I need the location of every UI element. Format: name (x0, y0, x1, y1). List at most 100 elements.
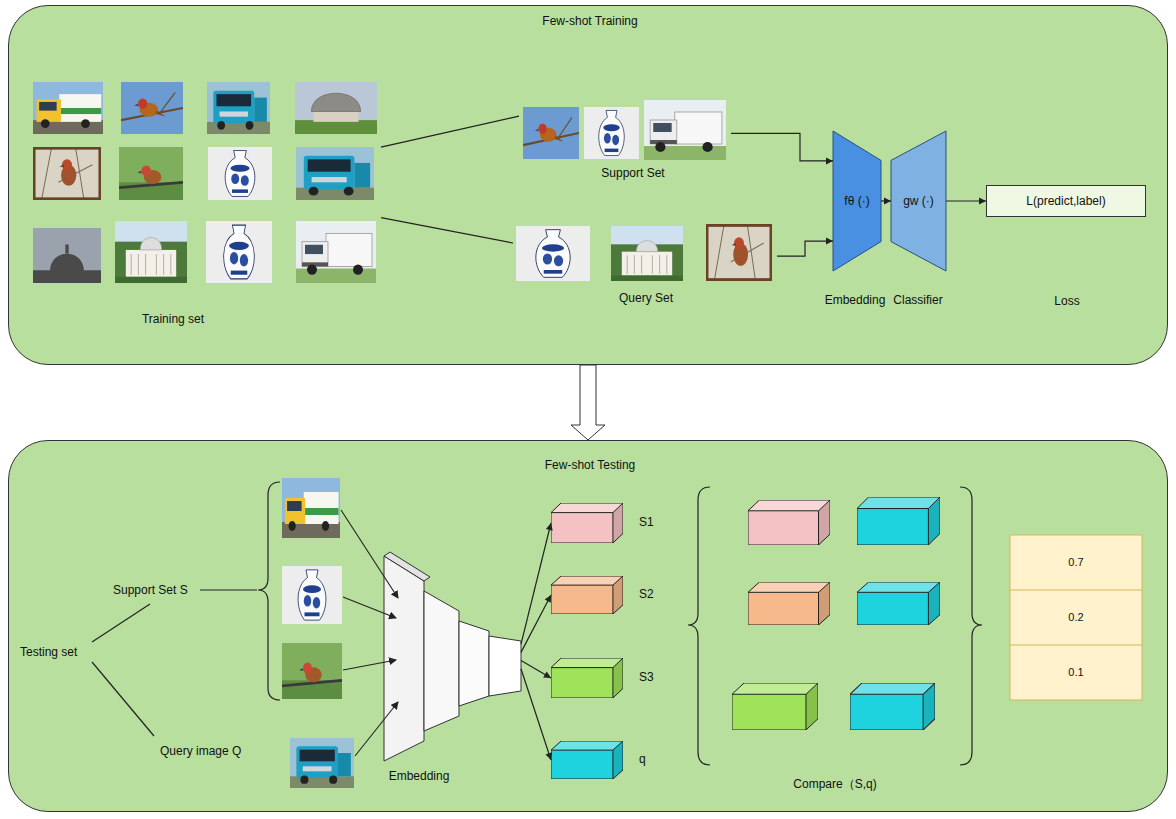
arrow-head (979, 198, 986, 205)
input-arrow (343, 597, 396, 618)
node-text: q (639, 752, 646, 766)
photo (119, 147, 183, 200)
connector-line (777, 241, 833, 256)
node-text: S3 (639, 670, 654, 684)
curly-brace (688, 487, 710, 765)
node-text: Few-shot Training (542, 14, 637, 28)
feature-cuboid (850, 683, 935, 730)
embedding-block: fθ (·)Embedding (833, 131, 881, 271)
arrow-head (826, 157, 833, 164)
classifier-block: gw (·)Classifier (891, 131, 946, 271)
set-label: Support Set S (113, 583, 188, 597)
photo (611, 226, 683, 281)
input-arrow (355, 702, 398, 756)
node-text: Embedding (389, 769, 450, 783)
node-text: S2 (639, 587, 654, 601)
connector-line (521, 661, 551, 678)
photo (295, 82, 377, 134)
node-caption: Loss (1054, 294, 1079, 308)
connector-line (381, 116, 519, 147)
image-set: Query Set (513, 221, 777, 309)
node-text: Few-shot Testing (545, 458, 636, 472)
feature-cuboid (551, 741, 623, 779)
node-caption: Classifier (893, 293, 942, 307)
photo (33, 147, 101, 200)
connector (777, 238, 833, 257)
set-label: Testing set (20, 645, 77, 659)
feature-cuboid (748, 582, 830, 625)
node-text: L(predict,label) (1026, 194, 1105, 208)
node-text: gw (·) (903, 194, 934, 208)
connector (521, 669, 552, 760)
node-text: fθ (·) (844, 194, 869, 208)
connector (521, 661, 551, 678)
shape-outline (551, 503, 623, 543)
input-arrow (343, 660, 396, 670)
photo (706, 224, 772, 281)
photo (282, 478, 340, 538)
connector-line (521, 669, 551, 760)
shape-outline (551, 576, 623, 614)
arrow-head (545, 752, 552, 760)
photo (115, 221, 187, 283)
photo (282, 643, 342, 699)
photo (296, 147, 374, 200)
photo (121, 82, 183, 134)
connector-line (731, 133, 833, 161)
photo (644, 100, 726, 160)
connector (946, 198, 986, 205)
score-cell: 0.7 (1068, 556, 1083, 569)
arrow-head (826, 238, 833, 245)
connector-line (521, 523, 551, 644)
score-cell: 0.2 (1068, 611, 1083, 624)
feature-cuboid: q (551, 741, 623, 779)
input-arrow (341, 510, 398, 598)
table-rule (1010, 590, 1142, 591)
connector-line (881, 200, 891, 201)
photo (290, 738, 354, 788)
photo (282, 566, 342, 624)
connector (571, 365, 605, 440)
shape-outline (551, 741, 623, 779)
connector (881, 198, 891, 205)
set-label: Query image Q (160, 744, 241, 758)
network-layer (459, 621, 489, 706)
node-text: Training set (142, 312, 204, 326)
photo (296, 221, 376, 283)
feature-cuboid: S1 (551, 503, 623, 543)
embedding-network: Embedding (384, 556, 521, 761)
node-caption: Embedding (825, 293, 886, 307)
feature-cuboid (551, 658, 623, 698)
feature-cuboid (551, 576, 623, 614)
leader-line (92, 604, 150, 642)
photo (33, 228, 101, 283)
arrow-head (546, 523, 553, 531)
feature-cuboid: S3 (551, 658, 623, 698)
stage-panel: Few-shot TrainingTraining set Support Set… (8, 5, 1168, 365)
arrow-head (543, 671, 551, 678)
curly-brace (960, 487, 982, 765)
arrow-head (884, 198, 891, 205)
image-set: Training set (31, 79, 381, 331)
score-table (1010, 535, 1142, 700)
photo (206, 221, 272, 283)
feature-cuboid: S2 (551, 576, 623, 614)
connector-line (946, 200, 986, 201)
feature-cuboid (732, 683, 818, 730)
network-layer (489, 636, 521, 696)
loss-box: L(predict,label)Loss (986, 185, 1146, 217)
shape-outline (384, 556, 521, 761)
leader-line (200, 589, 257, 590)
connector-line (521, 595, 551, 652)
connector-line (381, 218, 513, 243)
photo (33, 82, 103, 134)
network-layer (424, 591, 459, 731)
image-set: Support Set (519, 99, 731, 185)
photo (584, 107, 639, 159)
feature-cuboid (551, 503, 623, 543)
arrow-head (545, 595, 551, 603)
leader-line (92, 662, 154, 736)
